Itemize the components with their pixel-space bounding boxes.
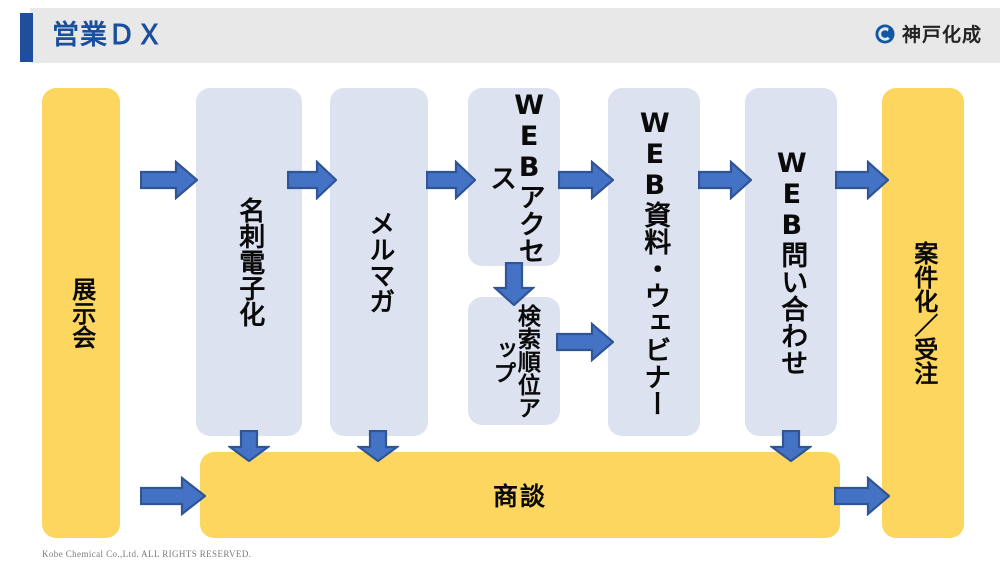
header-accent-bar [20, 13, 33, 62]
arrow-right-icon [835, 160, 889, 200]
flow-node-webaccess[interactable]: WEBアクセス [468, 88, 560, 266]
arrow-down-icon [770, 430, 812, 462]
arrow-down-icon [493, 262, 535, 306]
page-header [30, 8, 1000, 63]
flow-node-label: 案件化／受注 [909, 241, 938, 385]
flow-node-label: 展示会 [67, 277, 96, 349]
arrow-right-icon [834, 476, 890, 516]
page-title: 営業ＤＸ [52, 20, 164, 51]
arrow-down-icon [228, 430, 270, 462]
brand-logo: 神戸化成 [874, 20, 982, 47]
flow-node-label: 名刺電子化 [234, 197, 265, 327]
arrow-right-icon [287, 160, 337, 200]
flow-node-order[interactable]: 案件化／受注 [882, 88, 964, 538]
arrow-right-icon [698, 160, 752, 200]
flow-node-label: メルマガ [364, 210, 395, 314]
arrow-right-icon [426, 160, 476, 200]
flow-node-label: WEBアクセス [485, 90, 545, 264]
flow-node-negotiation[interactable]: 商談 [200, 452, 840, 538]
flow-node-meishi[interactable]: 名刺電子化 [196, 88, 302, 436]
flow-node-webinquiry[interactable]: WEB問い合わせ [745, 88, 837, 436]
copyright-footer: Kobe Chemical Co.,Ltd. ALL RIGHTS RESERV… [42, 549, 252, 559]
flow-node-label: WEB資料・ウェビナー [639, 107, 671, 417]
flow-node-label: 商談 [492, 482, 547, 511]
arrow-right-icon [140, 160, 198, 200]
arrow-down-icon [357, 430, 399, 462]
flow-node-label: WEB問い合わせ [776, 148, 808, 376]
flow-node-webdoc[interactable]: WEB資料・ウェビナー [608, 88, 700, 436]
arrow-right-icon [556, 322, 614, 362]
arrow-right-icon [558, 160, 614, 200]
flow-node-merumaga[interactable]: メルマガ [330, 88, 428, 436]
flow-node-label: 検索順位アップ [489, 303, 540, 419]
flow-node-seo[interactable]: 検索順位アップ [468, 297, 560, 425]
brand-name: 神戸化成 [901, 24, 982, 46]
arrow-right-icon [140, 476, 206, 516]
flow-node-exhibition[interactable]: 展示会 [42, 88, 120, 538]
kobe-kasei-circle-logo-icon [875, 23, 895, 44]
